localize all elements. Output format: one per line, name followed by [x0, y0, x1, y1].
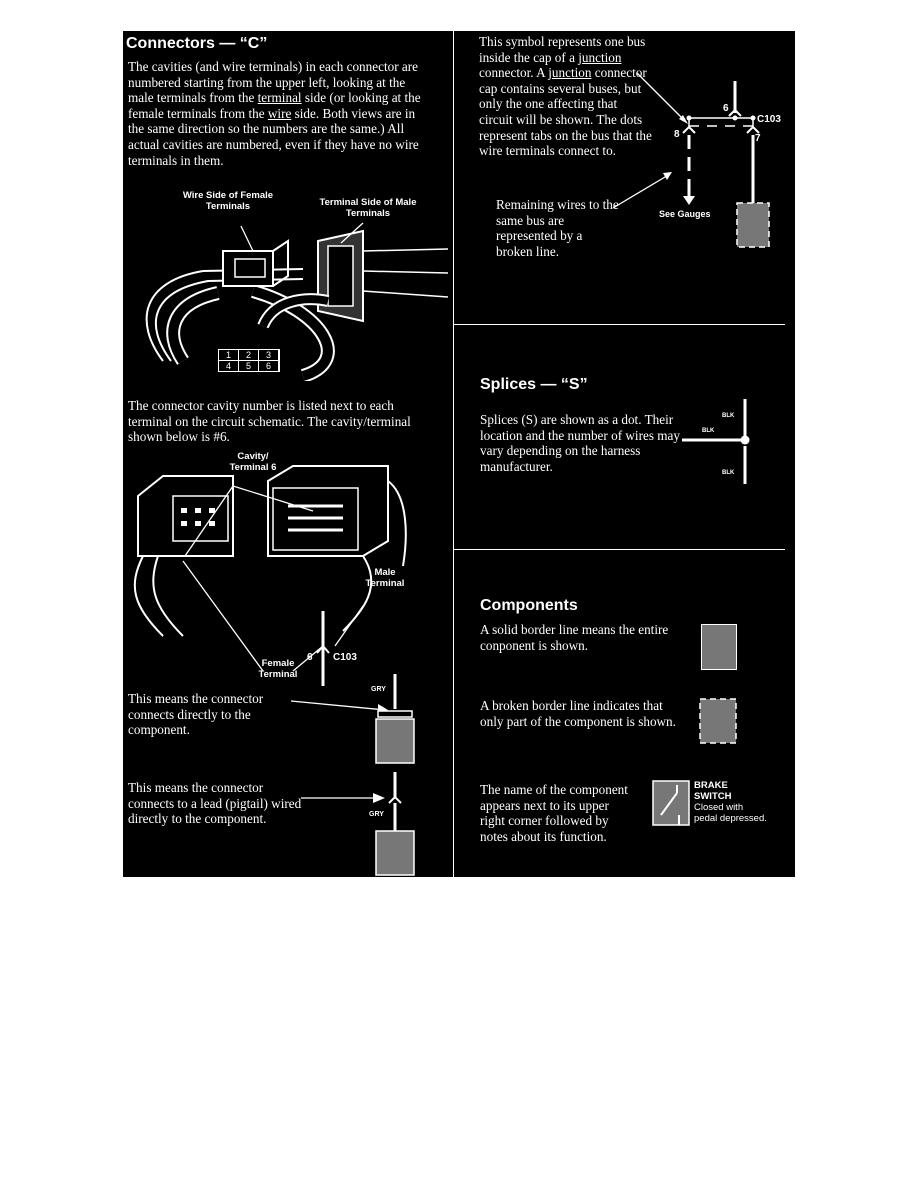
- component-name: SWITCH: [694, 791, 732, 802]
- component-note: Closed with: [694, 802, 744, 813]
- terminal-number: 6: [723, 103, 729, 114]
- brake-switch-symbol: [652, 780, 690, 826]
- cavity-number: 6: [307, 652, 313, 663]
- broken-line-paragraph: Remaining wires to the same bus are repr…: [496, 197, 619, 259]
- male-terminal-label: Male Terminal: [365, 567, 405, 589]
- cavity-number: 3: [259, 350, 278, 360]
- wire-bundle: [145, 268, 304, 362]
- solid-border-text: A solid border line means the entire con…: [480, 622, 669, 653]
- column-divider: [453, 31, 454, 877]
- connectors-title: Connectors — “C”: [126, 35, 268, 52]
- connector-id: C103: [333, 652, 357, 663]
- wire-color-label: BLK: [702, 428, 715, 434]
- diagram-page: Connectors — “C” The cavities (and wire …: [123, 31, 795, 877]
- pigtail-connection-symbol: GRY: [301, 772, 415, 876]
- terminal-side-label: Terminal Side of Male Terminals: [319, 197, 417, 219]
- cavity-number: 4: [219, 361, 238, 371]
- direct-connection-symbol: GRY: [290, 674, 415, 764]
- component-box: [375, 718, 415, 764]
- wire-side-label: Wire Side of Female Terminals: [182, 190, 274, 212]
- wire-color-label: GRY: [371, 686, 386, 693]
- connector-id: C103: [757, 114, 781, 125]
- cavity-number: 2: [239, 350, 258, 360]
- splices-title: Splices — “S”: [480, 376, 588, 393]
- component-box: [375, 830, 415, 876]
- cavity-paragraph: The connector cavity number is listed ne…: [128, 398, 411, 445]
- broken-border-text: A broken border line indicates that only…: [480, 698, 676, 729]
- section-divider: [454, 549, 785, 550]
- pigtail-connection-text: This means the connector connects to a l…: [128, 780, 302, 827]
- component-name-text: The name of the component appears next t…: [480, 782, 628, 844]
- component-note: pedal depressed.: [694, 813, 767, 824]
- female-terminal-label: Female Terminal: [258, 658, 298, 680]
- components-title: Components: [480, 597, 578, 614]
- wire-color-label: BLK: [722, 413, 735, 419]
- terminal-number: 7: [755, 133, 761, 144]
- connector-illustration: [145, 222, 449, 381]
- solid-component-box: [701, 624, 737, 670]
- cavity-number: 1: [219, 350, 238, 360]
- junction-bus-symbol: 6 C103 8 7 See Gauges: [612, 72, 781, 248]
- terminal-number: 8: [674, 129, 680, 140]
- brake-switch-label: BRAKE SWITCH Closed with pedal depressed…: [694, 780, 767, 824]
- splice-symbol: BLK BLK BLK: [682, 399, 750, 484]
- cavity-number: 6: [259, 361, 278, 371]
- cavity-number: 5: [239, 361, 258, 371]
- cavity-number-grid: 1 2 3 4 5 6: [218, 349, 280, 372]
- broken-component-box: [699, 698, 737, 744]
- see-gauges-label: See Gauges: [659, 209, 711, 219]
- direct-connection-text: This means the connector connects direct…: [128, 691, 264, 738]
- section-divider: [454, 324, 785, 325]
- terminal-illustration: 6 C103: [133, 465, 407, 686]
- connectors-paragraph: The cavities (and wire terminals) in eac…: [128, 59, 421, 168]
- wire-color-label: BLK: [722, 470, 735, 476]
- splices-paragraph: Splices (S) are shown as a dot. Their lo…: [480, 412, 680, 474]
- component-name: BRAKE: [694, 780, 728, 791]
- cavity-terminal-label: Cavity/ Terminal 6: [229, 451, 277, 473]
- partial-component-box: [736, 202, 770, 248]
- junction-paragraph: This symbol represents one bus inside th…: [479, 34, 652, 159]
- wire-color-label: GRY: [369, 811, 384, 818]
